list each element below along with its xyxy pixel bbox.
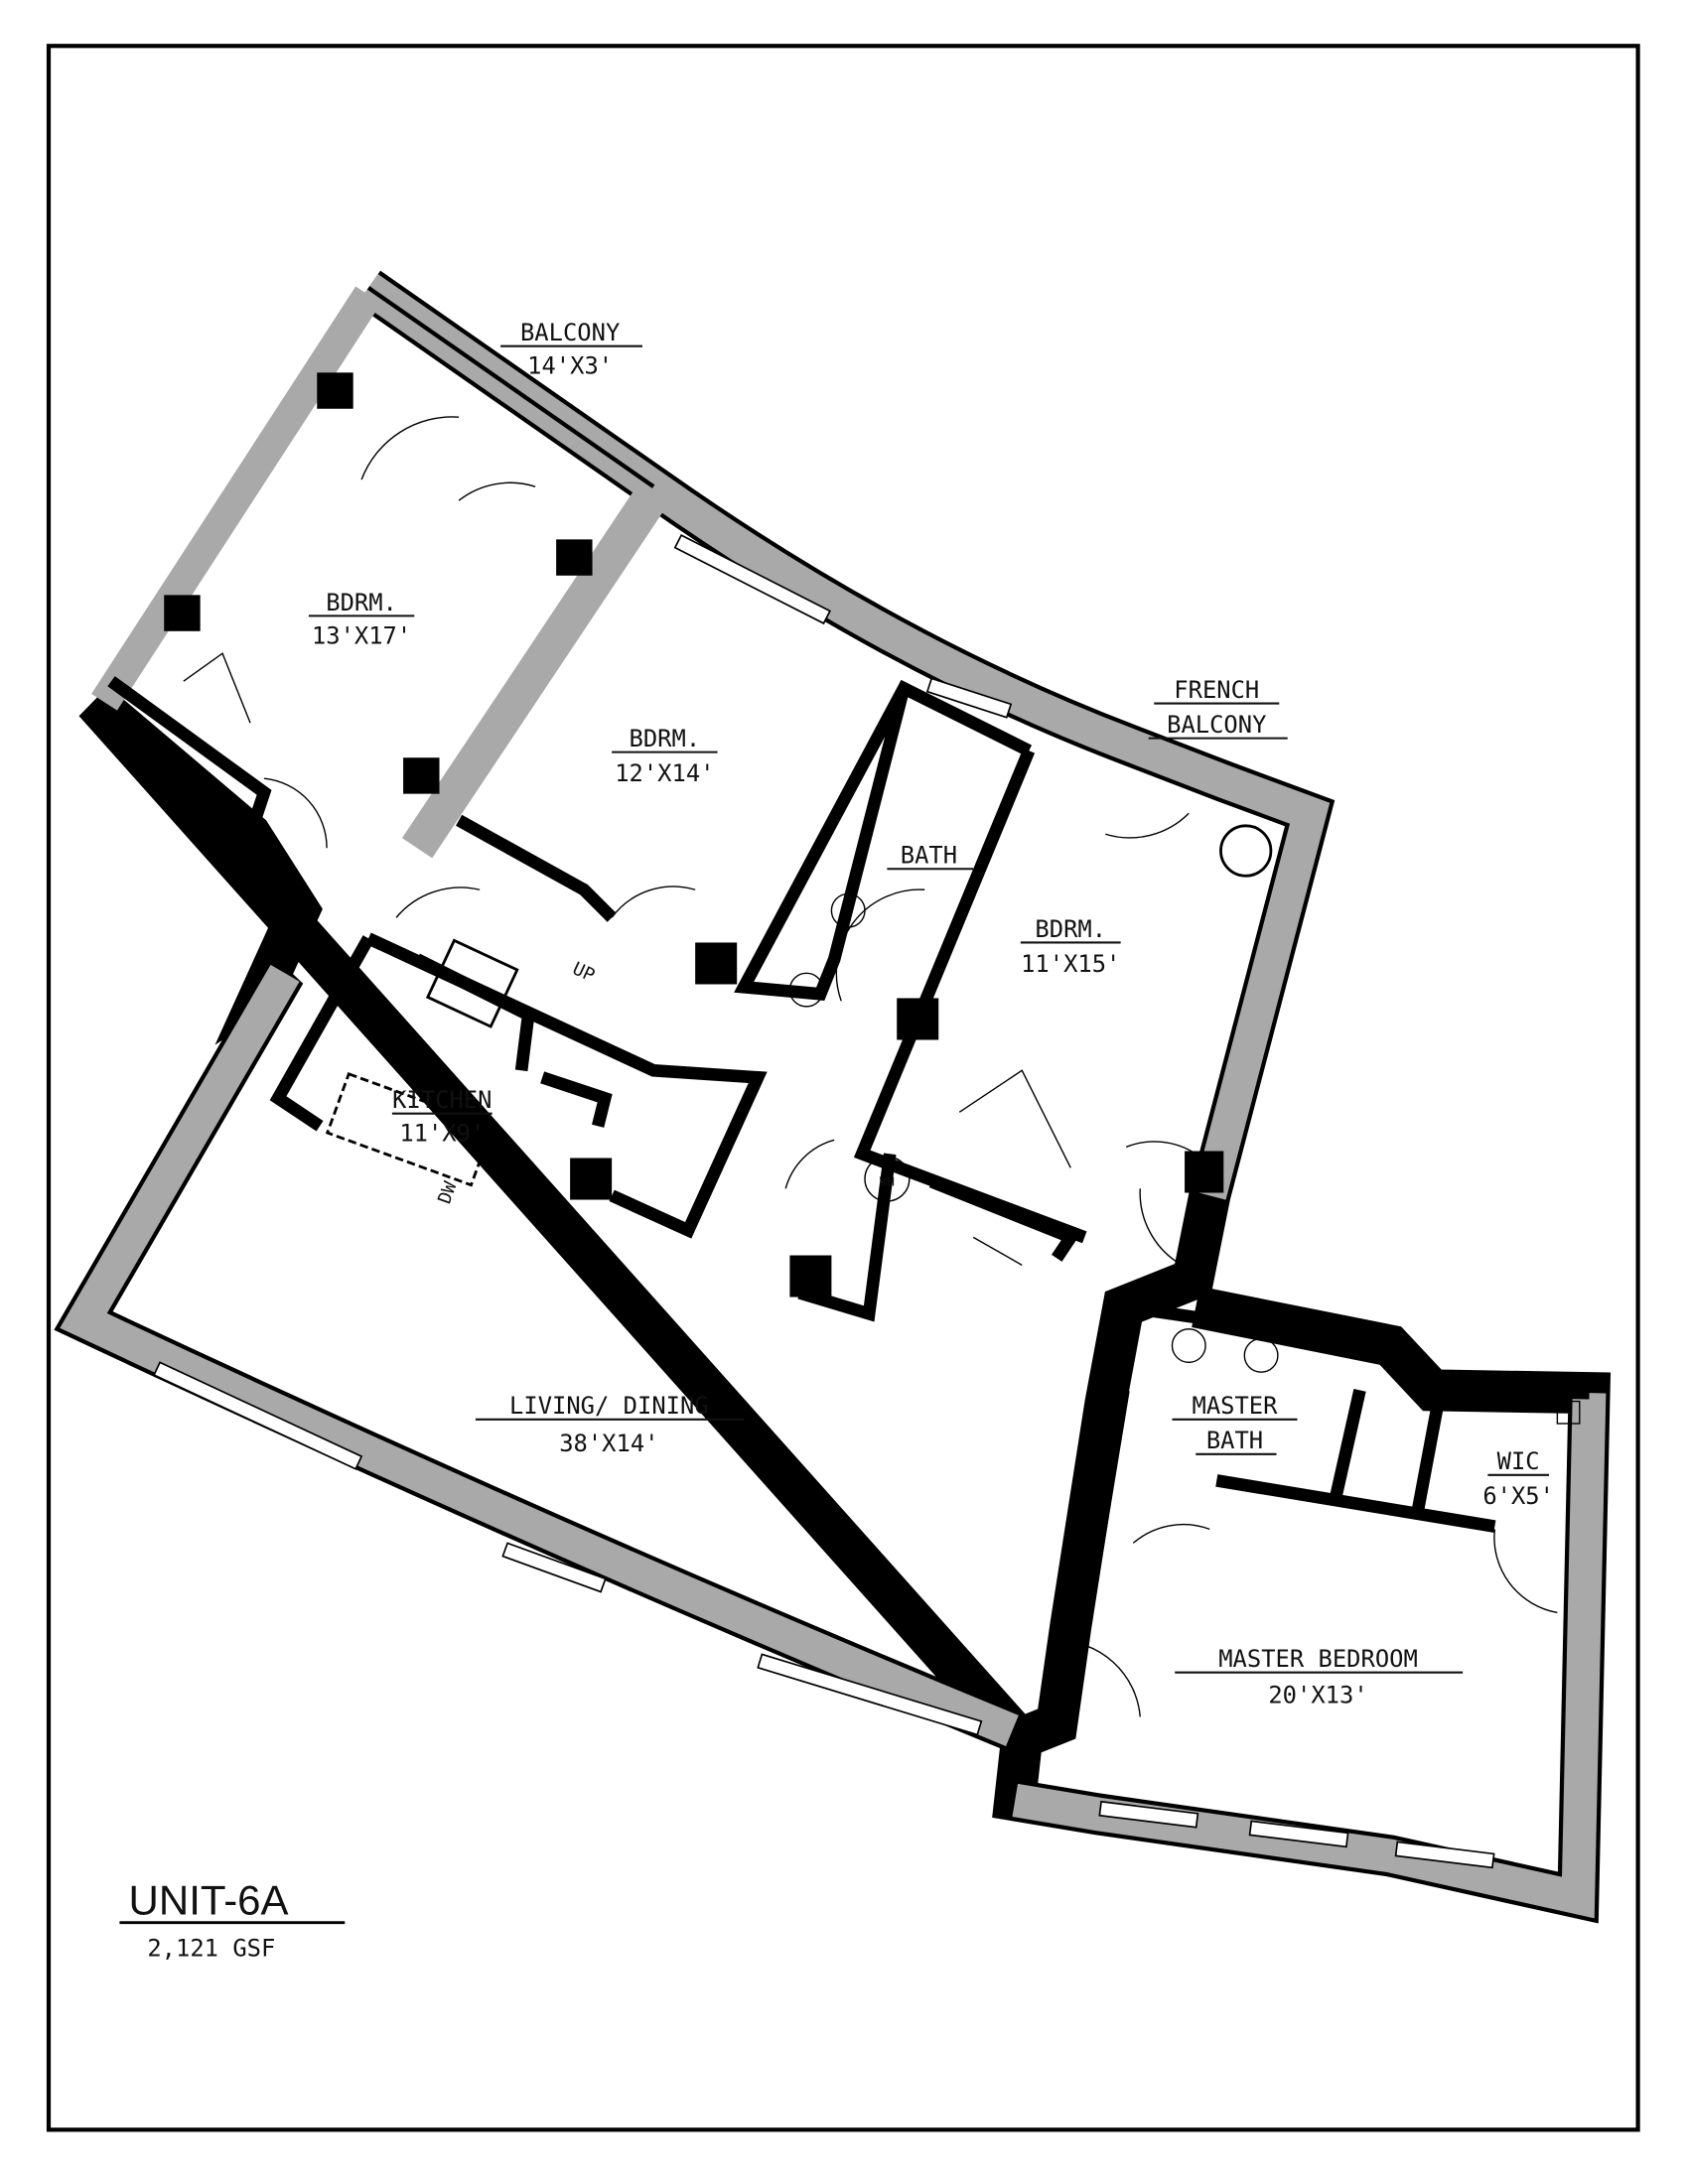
room-name: LIVING/ DINING [509, 1392, 709, 1420]
room-size: 12'X14' [615, 759, 714, 787]
room-name: BDRM. [630, 725, 701, 752]
room-size: BATH [1206, 1427, 1263, 1454]
room-name: MASTER [1193, 1392, 1279, 1420]
columns [164, 372, 1224, 1297]
room-name: KITCHEN [392, 1086, 492, 1114]
windows [153, 534, 1495, 1869]
room-name: BDRM. [1035, 915, 1106, 943]
interior-walls [107, 676, 1590, 1628]
room-labels: BALCONY 14'X3' BDRM. 13'X17' BDRM. 12'X1… [308, 319, 1554, 1708]
room-size: BALCONY [1167, 711, 1266, 739]
room-name: WIC [1497, 1447, 1540, 1475]
unit-title-block: UNIT-6A 2,121 GSF [119, 1876, 346, 1962]
room-name: MASTER BEDROOM [1218, 1645, 1418, 1673]
water-heater-label: WH [880, 1174, 895, 1189]
exterior-walls [54, 270, 1612, 1924]
unit-name: UNIT-6A [129, 1876, 289, 1923]
room-name: BALCONY [520, 319, 620, 346]
room-name: BDRM. [326, 589, 397, 616]
room-name: FRENCH [1174, 676, 1259, 704]
dishwasher-label: DW [434, 1179, 461, 1207]
unit-area: 2,121 GSF [147, 1934, 275, 1962]
balcony-railing [366, 286, 655, 488]
room-size: 6'X5' [1482, 1482, 1554, 1510]
stair-up-label: UP [569, 958, 598, 986]
page-border [46, 44, 1640, 2132]
room-size: 11'X15' [1021, 950, 1120, 978]
room-size: 20'X13' [1268, 1681, 1367, 1708]
room-size: 38'X14' [559, 1430, 658, 1457]
room-size: 11'X9' [399, 1120, 485, 1148]
room-size: 13'X17' [312, 621, 411, 649]
room-name: BATH [901, 842, 957, 870]
room-size: 14'X3' [527, 352, 613, 380]
doors [183, 416, 1581, 1717]
